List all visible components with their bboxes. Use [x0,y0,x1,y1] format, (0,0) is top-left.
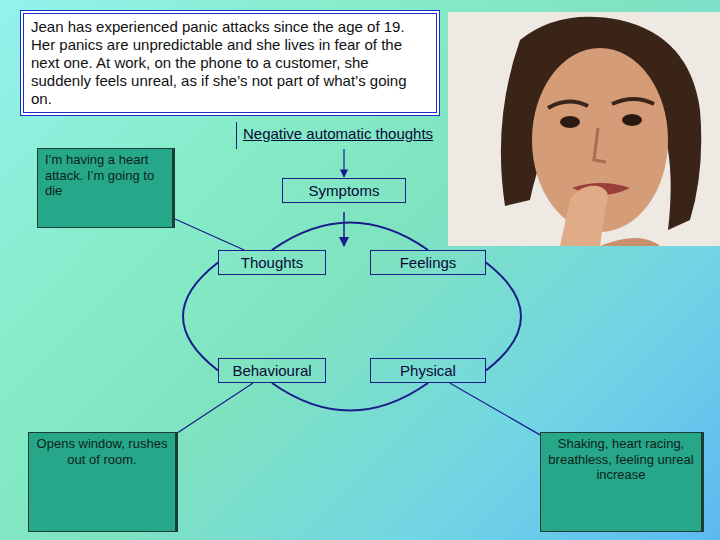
chin-shadow [600,238,660,246]
node-text: Thoughts [225,254,319,271]
connector [272,383,428,411]
connector [175,219,244,250]
process-box: Behavioural [218,358,326,383]
eyebrow [548,101,588,108]
connector [343,149,344,177]
nose [594,128,606,162]
eye [560,116,580,128]
process-box: Thoughts [218,250,326,275]
node-text: Jean has experienced panic attacks since… [31,18,429,108]
node-text: I’m having a heart attack. I’m going to … [45,152,165,199]
process-box: Feelings [370,250,486,275]
node-text: Negative automatic thoughts [243,125,436,142]
connector [183,263,218,371]
photo-ground [448,12,720,246]
node-text: Behavioural [225,362,319,379]
symptom-box: Shaking, heart racing, breathless, feeli… [540,432,704,532]
process-box: Physical [370,358,486,383]
heading-box: Negative automatic thoughts [236,122,442,149]
connector [486,263,521,371]
node-text: Shaking, heart racing, breathless, feeli… [548,436,694,483]
symptoms-arrow [343,212,345,246]
case-text-box: Jean has experienced panic attacks since… [20,10,440,116]
node-text: Symptoms [289,182,399,199]
thought-box: I’m having a heart attack. I’m going to … [37,148,175,228]
hand [560,186,608,246]
connector [450,383,540,435]
eyebrow [612,99,654,104]
connector [272,223,428,251]
behaviour-box: Opens window, rushes out of room. [28,432,178,532]
process-box: Symptoms [282,178,406,203]
eye [622,114,642,126]
node-text: Feelings [377,254,479,271]
connector [178,383,253,433]
node-text: Opens window, rushes out of room. [36,436,168,467]
node-text: Physical [377,362,479,379]
